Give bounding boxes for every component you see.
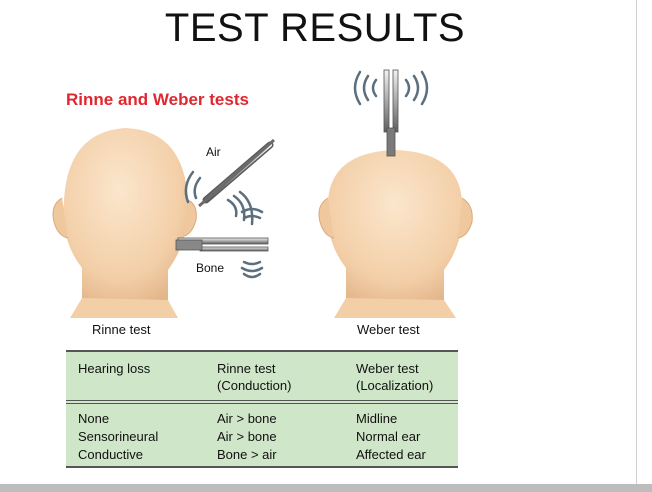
header-rinne: Rinne test (Conduction) — [217, 360, 291, 394]
table-row: Conductive Bone > air Affected ear — [66, 446, 458, 464]
header-weber: Weber test (Localization) — [356, 360, 433, 394]
bottom-bar — [0, 484, 652, 492]
table-cell: Air > bone — [217, 429, 277, 444]
table-header: Hearing loss Rinne test (Conduction) Web… — [66, 352, 458, 400]
header-text: Weber test — [356, 361, 419, 376]
air-tuning-fork — [198, 138, 275, 208]
air-label: Air — [206, 145, 221, 159]
table-cell: None — [78, 411, 110, 426]
weber-head — [318, 150, 473, 318]
header-text: Hearing loss — [78, 361, 151, 376]
header-divider — [66, 400, 458, 404]
slide-edge — [636, 0, 637, 484]
weber-caption: Weber test — [357, 322, 420, 337]
results-table: Hearing loss Rinne test (Conduction) Web… — [66, 350, 458, 468]
table-cell: Normal ear — [356, 429, 421, 444]
bone-label: Bone — [196, 261, 224, 275]
header-subtext: (Conduction) — [217, 378, 292, 393]
header-subtext: (Localization) — [356, 378, 434, 393]
table-cell: Air > bone — [217, 411, 277, 426]
table-cell: Conductive — [78, 447, 144, 462]
table-cell: Midline — [356, 411, 398, 426]
bone-tuning-fork — [175, 237, 269, 252]
table-cell: Affected ear — [356, 447, 426, 462]
header-text: Rinne test — [217, 361, 276, 376]
table-body: None Air > bone Midline Sensorineural Ai… — [66, 410, 458, 464]
slide-title: TEST RESULTS — [164, 6, 466, 50]
table-cell: Bone > air — [217, 447, 277, 462]
diagram-subtitle: Rinne and Weber tests — [66, 90, 249, 109]
table-row: Sensorineural Air > bone Normal ear — [66, 428, 458, 446]
sound-wave-icon — [184, 70, 429, 279]
weber-tuning-fork — [383, 69, 399, 157]
rinne-head — [52, 128, 197, 318]
rinne-caption: Rinne test — [92, 322, 151, 337]
header-hearing-loss: Hearing loss — [78, 360, 150, 377]
table-row: None Air > bone Midline — [66, 410, 458, 428]
table-cell: Sensorineural — [78, 429, 159, 444]
